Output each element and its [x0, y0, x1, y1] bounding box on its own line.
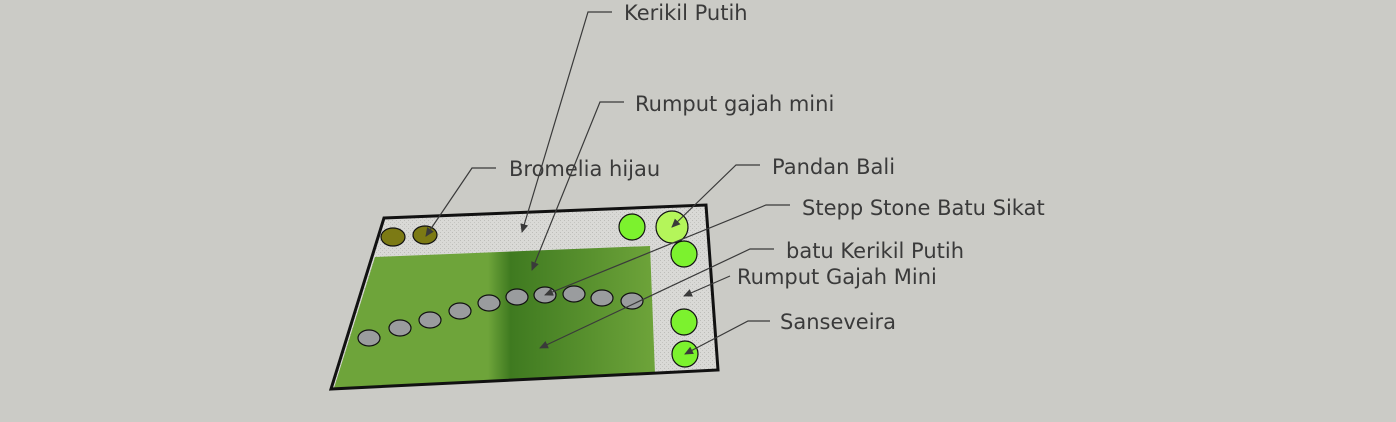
leader-pandan-bali	[671, 164, 760, 228]
sanseveira-plant	[670, 240, 698, 268]
labels: Kerikil Putih Rumput gajah mini Bromelia…	[509, 1, 1045, 334]
stepping-stone	[388, 319, 412, 337]
leader-batu-kerikil	[539, 248, 774, 349]
pandan-plant	[618, 213, 646, 241]
plot-outline	[328, 203, 720, 391]
label-kerikil-putih: Kerikil Putih	[624, 1, 748, 25]
leader-kerikil-putih	[520, 11, 612, 233]
lawn-area	[334, 246, 655, 388]
leader-bromelia	[425, 167, 496, 237]
stepping-stone	[562, 285, 586, 303]
stepping-stone	[590, 289, 614, 307]
stepping-stone	[418, 311, 442, 329]
stepping-stone	[477, 294, 501, 312]
bromelia-plant	[412, 225, 438, 245]
leader-sanseveira	[684, 320, 770, 355]
label-bromelia-hijau: Bromelia hijau	[509, 157, 660, 181]
label-stepp-stone: Stepp Stone Batu Sikat	[802, 196, 1045, 220]
label-rumput-gajah-mini-right: Rumput Gajah Mini	[737, 265, 937, 289]
label-pandan-bali: Pandan Bali	[772, 155, 895, 179]
stepping-stones	[357, 285, 644, 347]
green-plants	[618, 210, 699, 368]
bromelia-plant	[380, 227, 406, 247]
stepping-stone	[357, 329, 381, 347]
leader-lines	[425, 11, 790, 355]
label-rumput-gajah-mini: Rumput gajah mini	[635, 92, 834, 116]
leader-rumput-gajah-mini	[531, 101, 624, 271]
stepping-stone	[448, 302, 472, 320]
stepping-stone	[505, 288, 529, 306]
leader-rumput-gajah-right	[683, 275, 731, 297]
sanseveira-plant	[670, 308, 698, 336]
stepping-stone	[620, 292, 644, 310]
label-sanseveira: Sanseveira	[780, 310, 896, 334]
label-batu-kerikil-putih: batu Kerikil Putih	[786, 239, 964, 263]
leader-stepp-stone	[544, 204, 790, 296]
